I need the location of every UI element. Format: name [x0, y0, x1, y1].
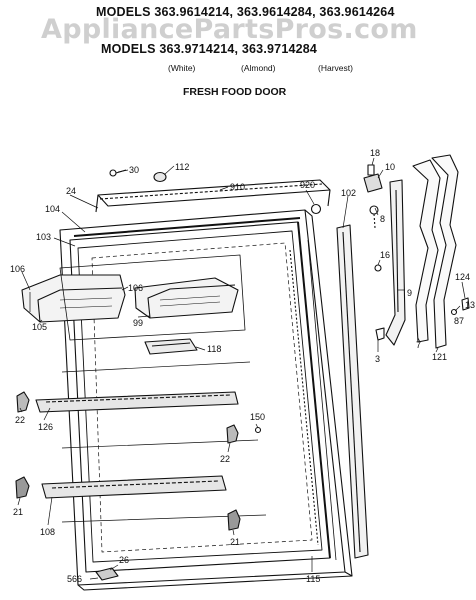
- label-99: 99: [133, 318, 143, 328]
- end-cap: [450, 297, 470, 316]
- label-121: 121: [432, 352, 447, 362]
- clip-part: [374, 264, 385, 341]
- diagram-header: AppliancePartsPros.com MODELS 363.961421…: [0, 0, 476, 110]
- label-21-left: 21: [13, 507, 23, 517]
- hinge-bracket: [363, 173, 383, 229]
- label-22-left: 22: [15, 415, 25, 425]
- leader-lines: [17, 157, 466, 580]
- label-106-left: 106: [10, 264, 25, 274]
- hinge-pin: [367, 164, 375, 176]
- models-line-2: MODELS 363.9714214, 363.9714284: [101, 42, 318, 56]
- label-9: 9: [407, 288, 412, 298]
- side-trim-strip: [336, 224, 369, 559]
- door-shelf-upper: [35, 391, 239, 413]
- label-102: 102: [341, 188, 356, 198]
- label-87: 87: [454, 316, 464, 326]
- label-103: 103: [36, 232, 51, 242]
- top-trim-strip: [95, 179, 331, 213]
- label-910: 910: [230, 182, 245, 192]
- label-18: 18: [370, 148, 380, 158]
- dairy-door-right: [134, 277, 239, 319]
- door-stop: [95, 567, 119, 581]
- part-labels: 30 112 910 920 102 18 10 8 24 104 103 10…: [10, 148, 475, 584]
- plug-part: [153, 171, 167, 183]
- shelf-retainer-right: [226, 424, 239, 444]
- dairy-door-left: [21, 274, 126, 323]
- label-21-right: 21: [230, 537, 240, 547]
- variant-almond: (Almond): [241, 63, 276, 73]
- butter-tray: [144, 338, 198, 355]
- label-22-right: 22: [220, 454, 230, 464]
- label-118: 118: [207, 344, 221, 354]
- bin-retainer-left: [15, 476, 30, 499]
- label-126: 126: [38, 422, 53, 432]
- handle-trim-outer: [431, 154, 459, 349]
- door-outer-panel: [59, 209, 353, 591]
- label-16: 16: [380, 250, 390, 260]
- models-line-1: MODELS 363.9614214, 363.9614284, 363.961…: [96, 5, 395, 19]
- label-26: 26: [119, 555, 129, 565]
- label-8: 8: [380, 214, 385, 224]
- label-124: 124: [455, 272, 470, 282]
- upper-compartment: [59, 254, 246, 341]
- bin-retainer-right: [227, 509, 241, 531]
- label-115: 115: [306, 574, 320, 584]
- cap-part: [310, 203, 322, 215]
- shelf-retainer-left: [16, 391, 30, 413]
- label-112: 112: [175, 162, 189, 172]
- label-3: 3: [375, 354, 380, 364]
- label-104: 104: [45, 204, 60, 214]
- label-105: 105: [32, 322, 47, 332]
- gasket: [73, 217, 337, 561]
- label-13: 13: [465, 300, 475, 310]
- label-108: 108: [40, 527, 55, 537]
- handle-trim: [412, 159, 441, 343]
- label-30: 30: [129, 165, 139, 175]
- label-566: 566: [67, 574, 82, 584]
- label-150: 150: [250, 412, 265, 422]
- section-title: FRESH FOOD DOOR: [183, 86, 287, 98]
- door-handle: [385, 179, 406, 346]
- watermark: AppliancePartsPros.com: [41, 14, 418, 45]
- label-7: 7: [416, 340, 421, 350]
- door-shelf-lower: [41, 475, 227, 499]
- variant-white: (White): [168, 63, 196, 73]
- label-920: 920: [300, 180, 315, 190]
- label-24: 24: [66, 186, 76, 196]
- screw-150: [254, 426, 262, 434]
- variant-harvest: (Harvest): [318, 63, 353, 73]
- label-10: 10: [385, 162, 395, 172]
- label-106-right: 106: [128, 283, 143, 293]
- shelf-bay-lines: [61, 361, 267, 523]
